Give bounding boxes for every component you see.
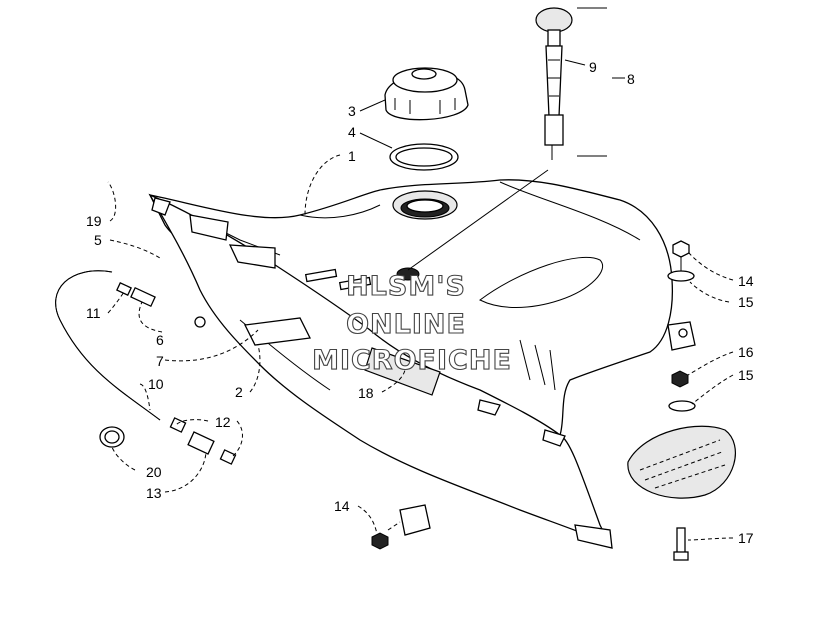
callout-8: 8: [627, 71, 635, 87]
callout-12: 12: [215, 414, 231, 430]
callout-20: 20: [146, 464, 162, 480]
watermark-line-3: MICROFICHE: [312, 345, 512, 376]
callout-19: 19: [86, 213, 102, 229]
callout-13: 13: [146, 485, 162, 501]
callout-10: 10: [148, 376, 164, 392]
callout-5: 5: [94, 232, 102, 248]
fuel-hose: [55, 270, 161, 421]
watermark-line-2: ONLINE: [346, 309, 466, 340]
callout-9: 9: [589, 59, 597, 75]
callout-2: 2: [235, 384, 243, 400]
hose-clamp: [99, 426, 125, 448]
fuel-tank: [148, 179, 696, 436]
watermark-line-1: HLSM'S: [346, 271, 466, 302]
fuel-cap: [384, 67, 469, 121]
hardware-right: [627, 240, 736, 561]
callouts: 1 2 3 4 5 6 7 8 9 10 11 12 13 14 15 16 1…: [86, 59, 754, 546]
fuel-fitting: [116, 281, 206, 328]
fuel-gauge: [535, 7, 573, 160]
decal: [364, 347, 441, 396]
callout-7: 7: [156, 353, 164, 369]
callout-15b: 15: [738, 367, 754, 383]
callout-1: 1: [348, 148, 356, 164]
callout-6: 6: [156, 332, 164, 348]
callout-15a: 15: [738, 294, 754, 310]
callout-3: 3: [348, 103, 356, 119]
cap-gasket: [389, 143, 459, 171]
callout-4: 4: [348, 124, 356, 140]
callout-18: 18: [358, 385, 374, 401]
hardware-bottom: [371, 504, 431, 550]
callout-14b: 14: [334, 498, 350, 514]
fuel-filter: [169, 417, 237, 465]
watermark: HLSM'S ONLINE MICROFICHE: [312, 270, 512, 376]
callout-14a: 14: [738, 273, 754, 289]
callout-17: 17: [738, 530, 754, 546]
leader-lines: [107, 7, 734, 541]
callout-11: 11: [86, 305, 101, 321]
callout-16: 16: [738, 344, 754, 360]
